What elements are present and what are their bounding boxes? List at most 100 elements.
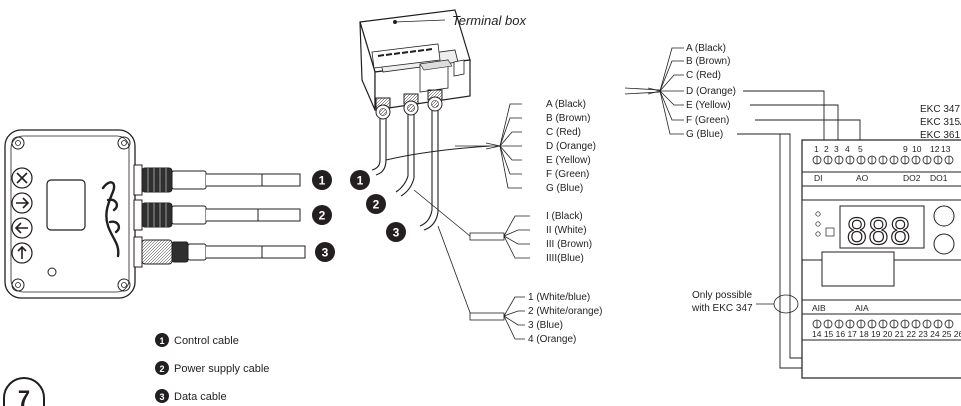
- svg-text:7: 7: [18, 386, 30, 406]
- legend-item-power-supply-cable: 2 Power supply cable: [155, 361, 269, 375]
- model-ekc-361: EKC 361: [920, 130, 960, 141]
- cable-3-wire-2: 2 (White/orange): [528, 306, 602, 317]
- controller-unit: 888: [801, 139, 961, 379]
- svg-text:1: 1: [319, 174, 326, 188]
- controller-button-down[interactable]: [933, 233, 955, 255]
- device-display: [46, 179, 86, 231]
- cable-3-fan: [469, 296, 525, 340]
- legend-item-data-cable: 3 Data cable: [155, 389, 227, 403]
- svg-text:4: 4: [845, 144, 850, 154]
- cable-3-wire-3: 3 (Blue): [528, 320, 563, 331]
- bottom-terminal-row: [812, 319, 954, 329]
- cable-2-wire-4: IIII(Blue): [546, 253, 584, 264]
- brand-logo-icon: [101, 181, 121, 258]
- svg-text:2: 2: [373, 198, 380, 212]
- svg-text:DI: DI: [814, 173, 823, 183]
- right-wire-d: D (Orange): [686, 86, 736, 97]
- svg-text:5: 5: [858, 144, 863, 154]
- right-wire-a: A (Black): [686, 43, 726, 54]
- svg-text:13: 13: [941, 144, 951, 154]
- svg-text:9: 9: [903, 144, 908, 154]
- svg-text:3: 3: [393, 226, 400, 240]
- cable-1-wire-a: A (Black): [546, 99, 586, 110]
- top-group-labels: DI AO DO2 DO1: [814, 173, 948, 183]
- svg-text:with EKC 347: with EKC 347: [691, 303, 753, 314]
- svg-text:3: 3: [834, 144, 839, 154]
- svg-text:AIB: AIB: [812, 303, 826, 313]
- cable-1-wire-labels: A (Black) B (Brown) C (Red) D (Orange) E…: [546, 99, 596, 194]
- svg-text:2: 2: [159, 364, 164, 374]
- right-cable-fan: [624, 47, 684, 135]
- ekc347-note: Only possible with EKC 347: [691, 290, 799, 314]
- cable-2-fan: [469, 215, 530, 259]
- cable-1-wire-f: F (Green): [546, 169, 589, 180]
- cable-badge-3: 3: [315, 242, 335, 262]
- svg-text:AO: AO: [856, 173, 869, 183]
- right-wire-e: E (Yellow): [686, 100, 731, 111]
- cable-2-wire-2: II (White): [546, 225, 587, 236]
- arrow-right-button-icon[interactable]: [11, 192, 33, 214]
- cable-1-wire-g: G (Blue): [546, 183, 583, 194]
- svg-text:2: 2: [319, 209, 326, 223]
- cable-1-wire-d: D (Orange): [546, 141, 596, 152]
- controller-display: 888: [846, 212, 911, 253]
- sensor-device: [4, 129, 136, 299]
- cable-2-wire-labels: I (Black) II (White) III (Brown) IIII(Bl…: [546, 211, 592, 264]
- cable-badge-1: 1: [312, 170, 332, 190]
- cable-1-wire-b: B (Brown): [546, 113, 590, 124]
- svg-text:AIA: AIA: [855, 303, 869, 313]
- right-wire-b: B (Brown): [686, 56, 730, 67]
- bottom-terminal-numbers: 14 15 16 17 18 19 20 21 22 23 24 25 26: [812, 329, 961, 339]
- x-button-icon[interactable]: [11, 167, 33, 189]
- cable-2-wire-1: I (Black): [546, 211, 583, 222]
- controller-models: EKC 347 EKC 315A EKC 361: [920, 104, 961, 141]
- svg-text:1: 1: [159, 336, 164, 346]
- top-terminal-numbers: 1 2 3 4 5 9 10 12 13: [814, 144, 951, 154]
- cable-badge-2b: 2: [366, 194, 386, 214]
- cable-badge-3b: 3: [386, 222, 406, 242]
- svg-text:DO2: DO2: [903, 173, 921, 183]
- right-wire-f: F (Green): [686, 115, 729, 126]
- svg-text:Power supply cable: Power supply cable: [174, 363, 269, 375]
- cable-badge-2: 2: [312, 205, 332, 225]
- svg-text:10: 10: [912, 144, 922, 154]
- cable-gland-1: [133, 164, 301, 196]
- return-button-icon[interactable]: [11, 242, 33, 264]
- right-wire-labels: A (Black) B (Brown) C (Red) D (Orange) E…: [686, 43, 736, 140]
- figure-number-badge: 7: [3, 377, 45, 406]
- bottom-group-labels: AIB AIA: [812, 303, 869, 313]
- svg-text:DO1: DO1: [930, 173, 948, 183]
- terminal-box-label: Terminal box: [452, 13, 526, 28]
- svg-text:3: 3: [159, 392, 164, 402]
- arrow-left-button-icon[interactable]: [11, 217, 33, 239]
- cable-2-run: [395, 114, 415, 197]
- right-wire-c: C (Red): [686, 70, 721, 81]
- cable-3-wire-labels: 1 (White/blue) 2 (White/orange) 3 (Blue)…: [528, 292, 602, 345]
- cable-3-wire-1: 1 (White/blue): [528, 292, 590, 303]
- svg-text:1: 1: [814, 144, 819, 154]
- cable-leaders: [413, 189, 473, 319]
- svg-text:Control cable: Control cable: [174, 335, 239, 347]
- cable-1-wire-c: C (Red): [546, 127, 581, 138]
- svg-text:1: 1: [357, 174, 364, 188]
- svg-text:3: 3: [322, 246, 329, 260]
- model-ekc-315a: EKC 315A: [920, 117, 961, 128]
- legend-item-control-cable: 1 Control cable: [155, 333, 239, 347]
- terminal-box: [359, 9, 471, 120]
- legend: 1 Control cable 2 Power supply cable 3 D…: [155, 333, 269, 403]
- cable-1-fan: [455, 103, 522, 189]
- controller-button-up[interactable]: [933, 205, 955, 227]
- cable-1-wire-e: E (Yellow): [546, 155, 591, 166]
- cable-1-run: [371, 118, 491, 176]
- cable-2-wire-3: III (Brown): [546, 239, 592, 250]
- led-indicator: [47, 267, 57, 277]
- svg-text:2: 2: [824, 144, 829, 154]
- top-terminal-row: [812, 155, 954, 165]
- model-ekc-347: EKC 347: [920, 104, 960, 115]
- cable-gland-3: [133, 236, 306, 268]
- svg-text:12: 12: [930, 144, 940, 154]
- cable-3-wire-4: 4 (Orange): [528, 334, 576, 345]
- cable-badge-1b: 1: [350, 170, 370, 190]
- right-wire-g: G (Blue): [686, 129, 723, 140]
